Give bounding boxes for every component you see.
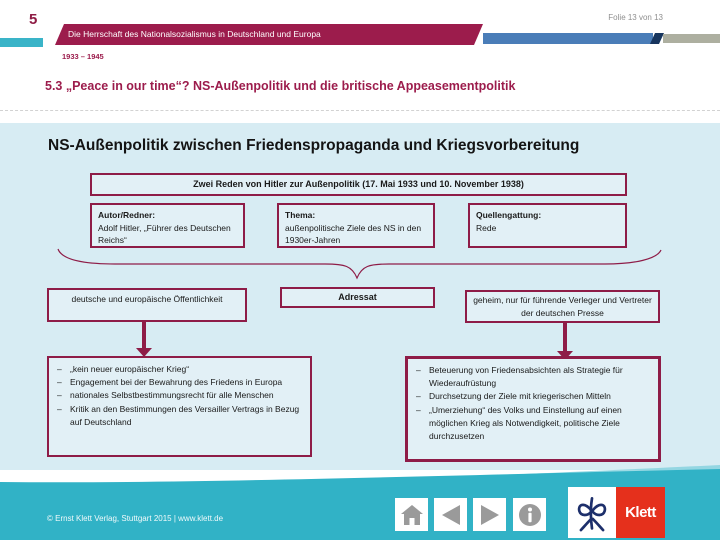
klett-logo[interactable]: Klett [568, 487, 665, 538]
klett-wordmark: Klett [616, 487, 665, 538]
header-blue-bar [483, 33, 653, 44]
list-item: –Beteuerung von Friedensabsichten als St… [416, 365, 623, 389]
info-box-genre: Quellengattung: Rede [468, 203, 627, 248]
info-box-label: Quellengattung: [476, 210, 542, 220]
info-icon [518, 503, 541, 526]
chapter-years: 1933 – 1945 [62, 52, 104, 61]
diagram-panel: NS-Außenpolitik zwischen Friedenspropaga… [0, 123, 720, 470]
diagram-heading: NS-Außenpolitik zwischen Friedenspropaga… [48, 137, 580, 154]
slide-counter: Folie 13 von 13 [608, 13, 663, 22]
info-box-label: Thema: [285, 210, 316, 220]
home-icon [400, 504, 423, 525]
teal-accent-bar [0, 38, 43, 47]
chapter-banner: Die Herrschaft des Nationalsozialismus i… [55, 24, 483, 45]
addressee-secret-box: geheim, nur für führende Verleger und Ve… [465, 290, 660, 323]
forward-button[interactable] [473, 498, 506, 531]
list-item: –Durchsetzung der Ziele mit kriegerische… [416, 391, 611, 402]
header-tan-bar [663, 34, 720, 43]
addressee-public-box: deutsche und europäische Öffentlichkeit [47, 288, 247, 322]
header-divider [0, 110, 720, 111]
info-box-author: Autor/Redner: Adolf Hitler, „Führer des … [90, 203, 245, 248]
info-box-topic: Thema: außenpolitische Ziele des NS in d… [277, 203, 435, 248]
source-box: Zwei Reden von Hitler zur Außenpolitik (… [90, 173, 627, 196]
list-item: –nationales Selbstbestimmungsrecht für a… [57, 390, 274, 401]
header-navy-cap [650, 33, 664, 44]
list-item: –„Umerziehung“ des Volks und Einstellung… [416, 404, 622, 442]
down-arrowhead-left [136, 348, 152, 357]
chapter-number: 5 [29, 11, 38, 28]
points-public-box: –„kein neuer europäischer Krieg“ –Engagem… [47, 356, 312, 457]
down-arrow-left [142, 322, 146, 349]
slide-title: 5.3 „Peace in our time“? NS-Außenpolitik… [45, 79, 516, 93]
info-box-text: Rede [476, 222, 497, 233]
info-box-text: Adolf Hitler, „Führer des Deutschen Reic… [98, 222, 231, 246]
list-item: –„kein neuer europäischer Krieg“ [57, 364, 190, 374]
chapter-title: Die Herrschaft des Nationalsozialismus i… [68, 29, 321, 39]
down-arrow-right [563, 323, 567, 352]
addressee-label-box: Adressat [280, 287, 435, 308]
forward-icon [480, 504, 499, 525]
klett-emblem-icon [577, 496, 607, 531]
back-icon [441, 504, 460, 525]
back-button[interactable] [434, 498, 467, 531]
info-button[interactable] [513, 498, 546, 531]
copyright-text: © Ernst Klett Verlag, Stuttgart 2015 | w… [47, 514, 224, 523]
info-box-label: Autor/Redner: [98, 210, 156, 220]
list-item: –Engagement bei der Bewahrung des Friede… [57, 377, 283, 388]
info-box-text: außenpolitische Ziele des NS in den 1930… [285, 222, 422, 246]
down-arrowhead-right [557, 351, 573, 360]
home-button[interactable] [395, 498, 428, 531]
points-secret-box: –Beteuerung von Friedensabsichten als St… [405, 356, 661, 462]
klett-emblem [568, 487, 616, 538]
list-item: –Kritik an den Bestimmungen des Versaill… [57, 403, 300, 427]
curly-brace [57, 248, 662, 280]
